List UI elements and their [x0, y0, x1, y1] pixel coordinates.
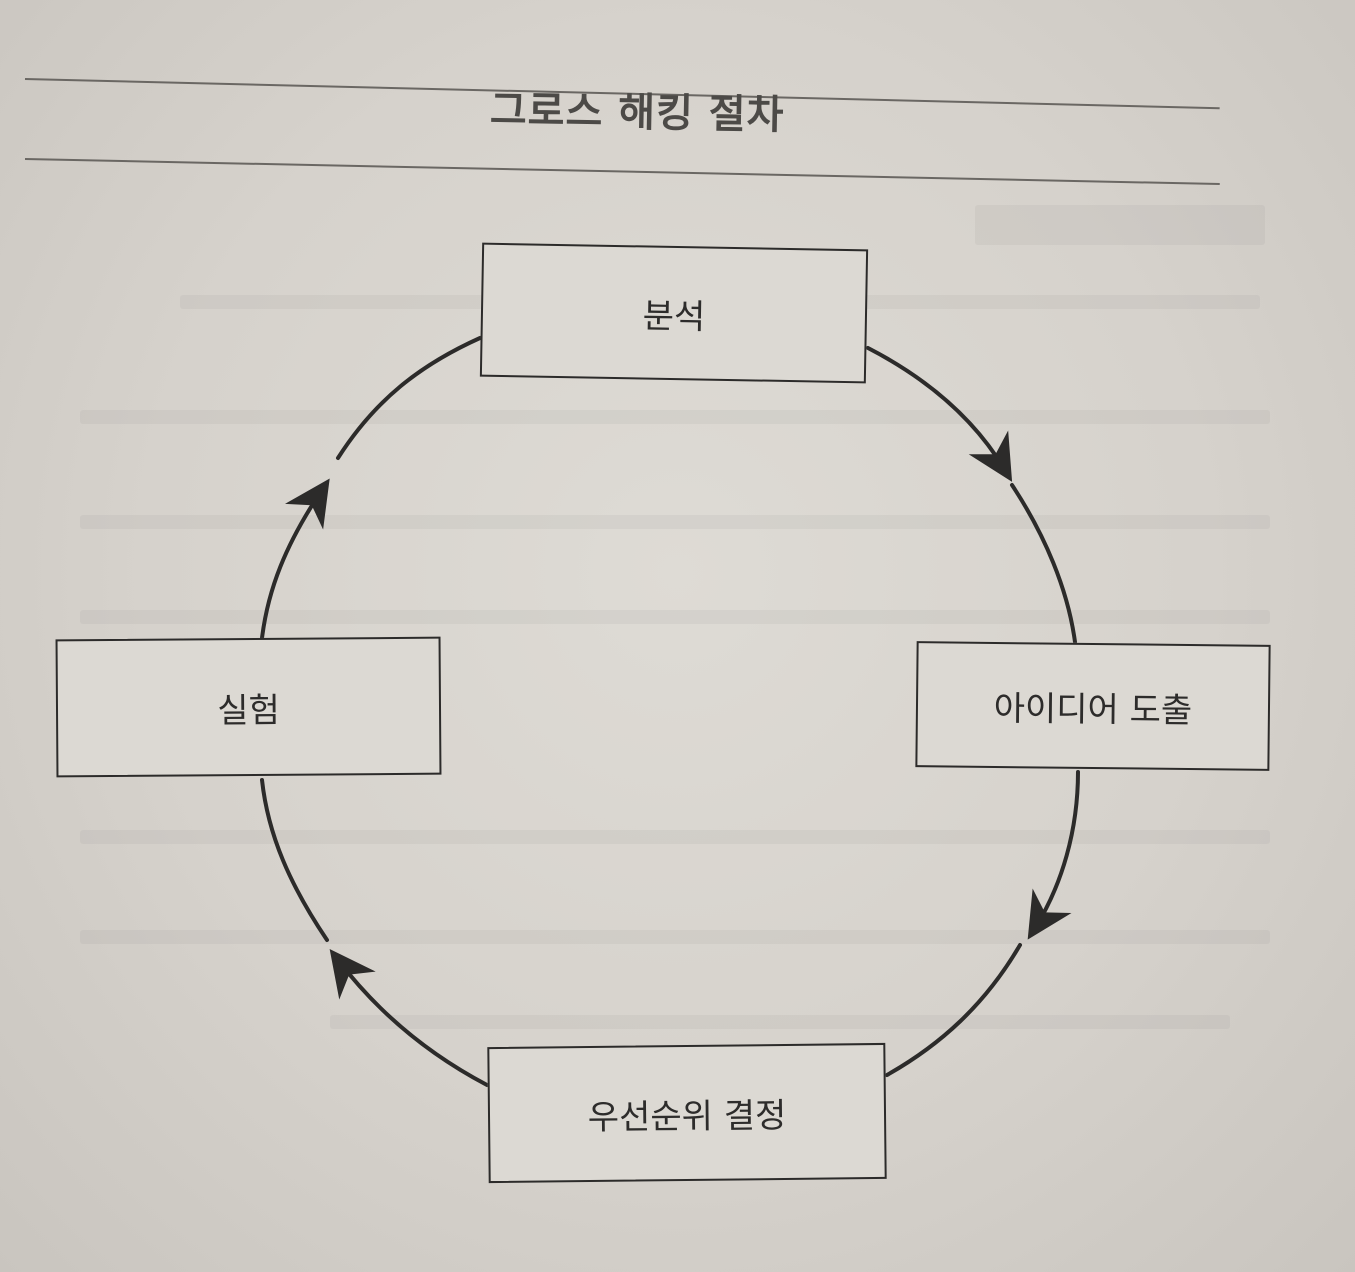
- bleed-through-text: [330, 1015, 1230, 1029]
- bleed-through-text: [80, 410, 1270, 424]
- arrow-prioritization-to-experiment: [329, 949, 489, 1087]
- step-box-ideation: 아이디어 도출: [915, 641, 1271, 771]
- arrow-analysis-to-ideation: [866, 346, 1013, 482]
- arc-analysis-to-ideation: [1010, 483, 1077, 644]
- step-box-analysis: 분석: [479, 242, 869, 384]
- arc-experiment-to-analysis: [336, 336, 482, 460]
- step-box-prioritization: 우선순위 결정: [487, 1042, 887, 1184]
- bleed-through-text: [80, 515, 1270, 529]
- arc-prioritization-to-experiment: [260, 778, 329, 942]
- bleed-through-text: [80, 830, 1270, 844]
- step-label-experiment: 실험: [217, 690, 280, 731]
- arc-ideation-to-prioritization: [885, 943, 1022, 1077]
- bleed-through-text: [80, 930, 1270, 944]
- arrow-experiment-to-analysis: [260, 478, 330, 640]
- step-label-prioritization: 우선순위 결정: [587, 1095, 787, 1138]
- bleed-through-text: [80, 610, 1270, 624]
- arrow-ideation-to-prioritization: [1027, 770, 1080, 940]
- step-label-ideation: 아이디어 도출: [993, 688, 1193, 731]
- bleed-through-text: [975, 205, 1265, 245]
- step-box-experiment: 실험: [55, 636, 442, 778]
- step-label-analysis: 분석: [642, 295, 706, 338]
